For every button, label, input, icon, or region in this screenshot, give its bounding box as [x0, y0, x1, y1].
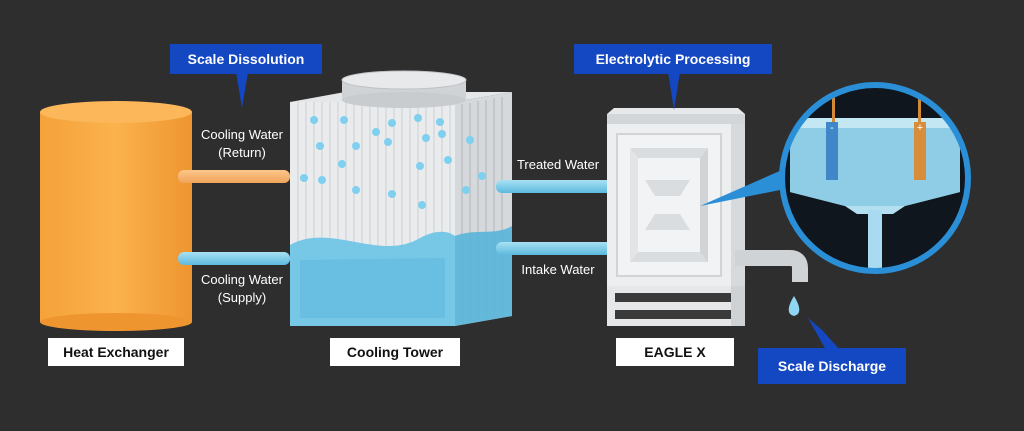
cooling-water-supply-line2: (Supply): [217, 290, 267, 305]
cooling-water-return-line2: (Return): [218, 145, 266, 160]
supply-pipe: [178, 252, 290, 265]
treated-water-label: Treated Water: [516, 157, 600, 172]
cooling-water-return-label: Cooling Water (Return): [192, 126, 292, 162]
scale-discharge-pointer: [808, 318, 840, 350]
svg-text:+: +: [917, 122, 923, 134]
intake-water-label: Intake Water: [521, 262, 595, 277]
cooling-water-supply-label: Cooling Water (Supply): [192, 271, 292, 307]
treated-water-pipe: [496, 180, 614, 193]
heat-exchanger-label: Heat Exchanger: [48, 338, 184, 366]
intake-water-pipe: [496, 242, 614, 255]
cooling-tower-label: Cooling Tower: [330, 338, 460, 366]
return-pipe: [178, 170, 290, 183]
cooling-water-return-line1: Cooling Water: [201, 127, 283, 142]
svg-text:-: -: [830, 122, 834, 134]
electrolytic-processing-tag: Electrolytic Processing: [574, 44, 772, 74]
scale-dissolution-tag: Scale Dissolution: [170, 44, 322, 74]
electrolytic-callout: - +: [700, 82, 971, 274]
eagle-x-unit: [607, 108, 745, 326]
cooling-water-supply-line1: Cooling Water: [201, 272, 283, 287]
eagle-x-label: EAGLE X: [616, 338, 734, 366]
discharge-pipe: [735, 250, 808, 316]
electrolytic-pointer: [668, 72, 680, 110]
cooling-tower: [290, 70, 512, 326]
water-drop-icon: [788, 296, 800, 316]
heat-exchanger: [40, 101, 192, 331]
scale-dissolution-pointer: [236, 72, 248, 108]
scale-discharge-tag: Scale Discharge: [758, 348, 906, 384]
